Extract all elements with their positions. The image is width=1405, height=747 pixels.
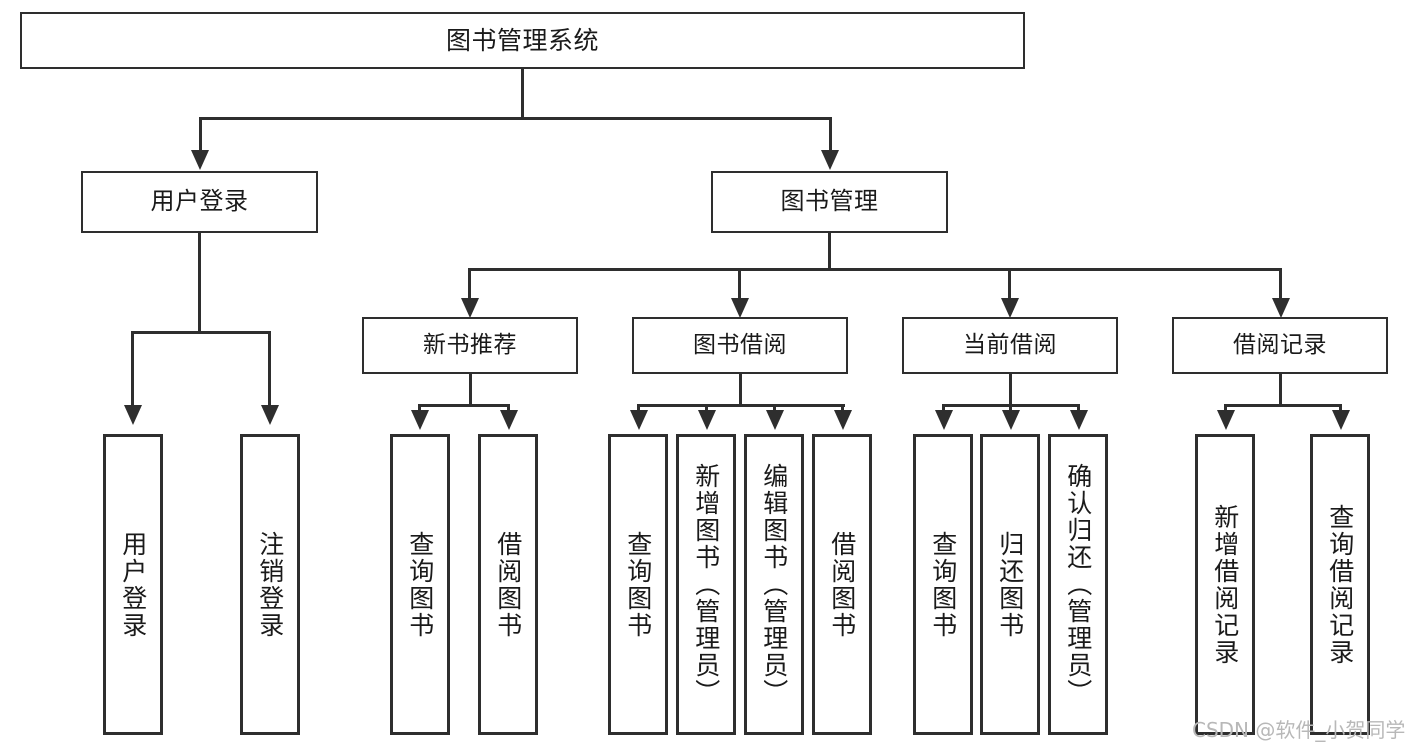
connector-borrow-leaf2 xyxy=(705,404,708,412)
arrow-borrow-leaf3 xyxy=(766,410,784,430)
node-label: 当前借阅 xyxy=(963,332,1057,359)
node-label: 查询图书 xyxy=(623,530,653,639)
arrow-current-leaf2 xyxy=(1002,410,1020,430)
node-current-borrow[interactable]: 当前借阅 xyxy=(902,317,1118,374)
leaf-query-book-borrow[interactable]: 查询图书 xyxy=(608,434,668,735)
connector-root-to-user-login xyxy=(199,117,202,153)
node-label: 图书管理 xyxy=(780,187,879,216)
node-label: 借阅记录 xyxy=(1233,332,1327,359)
leaf-query-borrow-record[interactable]: 查询借阅记录 xyxy=(1310,434,1370,735)
arrow-borrow-leaf4 xyxy=(834,410,852,430)
leaf-confirm-return-admin[interactable]: 确认归还（管理员） xyxy=(1048,434,1108,735)
connector-user-login-stem xyxy=(198,233,201,333)
node-user-login[interactable]: 用户登录 xyxy=(81,171,318,233)
node-root-system[interactable]: 图书管理系统 xyxy=(20,12,1025,69)
node-borrow-record[interactable]: 借阅记录 xyxy=(1172,317,1388,374)
connector-borrow-leaf4 xyxy=(841,404,844,412)
arrow-book-mgmt-to-newbook xyxy=(461,298,479,318)
connector-current-leaf2 xyxy=(1009,404,1012,412)
node-label: 查询图书 xyxy=(928,530,958,639)
node-label: 注销登录 xyxy=(255,530,285,639)
node-label: 查询图书 xyxy=(405,530,435,639)
arrow-current-leaf3 xyxy=(1070,410,1088,430)
node-label: 图书借阅 xyxy=(693,332,787,359)
connector-book-mgmt-to-borrow xyxy=(738,268,741,300)
arrow-borrow-leaf2 xyxy=(698,410,716,430)
arrow-record-leaf2 xyxy=(1332,410,1350,430)
connector-root-stem xyxy=(521,69,524,119)
connector-record-bar xyxy=(1224,404,1342,407)
arrow-borrow-leaf1 xyxy=(630,410,648,430)
connector-book-mgmt-bar xyxy=(468,268,1282,271)
arrow-newbook-leaf1 xyxy=(411,410,429,430)
arrow-book-mgmt-to-record xyxy=(1272,298,1290,318)
arrow-current-leaf1 xyxy=(935,410,953,430)
arrow-book-mgmt-to-current xyxy=(1001,298,1019,318)
leaf-edit-book-admin[interactable]: 编辑图书（管理员） xyxy=(744,434,804,735)
connector-record-leaf2 xyxy=(1339,404,1342,412)
arrow-record-leaf1 xyxy=(1217,410,1235,430)
leaf-borrow-book-newbook[interactable]: 借阅图书 xyxy=(478,434,538,735)
connector-root-to-book-mgmt xyxy=(829,117,832,153)
connector-user-login-bar xyxy=(131,331,268,334)
node-label: 编辑图书（管理员） xyxy=(759,463,789,706)
node-label: 确认归还（管理员） xyxy=(1063,463,1093,706)
connector-current-stem xyxy=(1009,374,1012,406)
connector-book-mgmt-to-record xyxy=(1279,268,1282,300)
arrow-user-login-leaf1 xyxy=(124,405,142,425)
leaf-user-logout[interactable]: 注销登录 xyxy=(240,434,300,735)
node-book-borrow[interactable]: 图书借阅 xyxy=(632,317,848,374)
node-label: 借阅图书 xyxy=(493,530,523,639)
arrow-root-to-book-mgmt xyxy=(821,150,839,170)
leaf-return-book[interactable]: 归还图书 xyxy=(980,434,1040,735)
connector-record-stem xyxy=(1279,374,1282,406)
connector-borrow-bar xyxy=(637,404,845,407)
connector-borrow-leaf3 xyxy=(773,404,776,412)
connector-newbook-leaf1 xyxy=(418,404,421,412)
node-label: 新书推荐 xyxy=(423,332,517,359)
arrow-newbook-leaf2 xyxy=(500,410,518,430)
connector-borrow-leaf1 xyxy=(637,404,640,412)
connector-borrow-stem xyxy=(739,374,742,406)
connector-record-leaf1 xyxy=(1224,404,1227,412)
connector-current-leaf3 xyxy=(1077,404,1080,412)
leaf-query-book-current[interactable]: 查询图书 xyxy=(913,434,973,735)
leaf-user-login[interactable]: 用户登录 xyxy=(103,434,163,735)
connector-root-bar xyxy=(199,117,832,120)
node-book-management[interactable]: 图书管理 xyxy=(711,171,948,233)
arrow-book-mgmt-to-borrow xyxy=(731,298,749,318)
connector-book-mgmt-to-current xyxy=(1008,268,1011,300)
connector-user-login-leaf1 xyxy=(131,331,134,406)
leaf-add-book-admin[interactable]: 新增图书（管理员） xyxy=(676,434,736,735)
connector-newbook-leaf2 xyxy=(507,404,510,412)
node-label: 图书管理系统 xyxy=(445,26,599,55)
connector-book-mgmt-stem xyxy=(828,233,831,270)
node-label: 查询借阅记录 xyxy=(1325,503,1355,666)
node-label: 新增借阅记录 xyxy=(1210,503,1240,666)
watermark: CSDN @软件_小贺同学 xyxy=(1192,718,1405,742)
leaf-add-borrow-record[interactable]: 新增借阅记录 xyxy=(1195,434,1255,735)
node-new-book-recommend[interactable]: 新书推荐 xyxy=(362,317,578,374)
connector-newbook-bar xyxy=(418,404,510,407)
node-label: 归还图书 xyxy=(995,530,1025,639)
connector-user-login-leaf2 xyxy=(268,331,271,406)
connector-book-mgmt-to-newbook xyxy=(468,268,471,300)
connector-newbook-stem xyxy=(469,374,472,406)
arrow-user-login-leaf2 xyxy=(261,405,279,425)
node-label: 新增图书（管理员） xyxy=(691,463,721,706)
node-label: 借阅图书 xyxy=(827,530,857,639)
leaf-query-book-newbook[interactable]: 查询图书 xyxy=(390,434,450,735)
connector-current-leaf1 xyxy=(942,404,945,412)
arrow-root-to-user-login xyxy=(191,150,209,170)
node-label: 用户登录 xyxy=(150,187,249,216)
leaf-borrow-book[interactable]: 借阅图书 xyxy=(812,434,872,735)
node-label: 用户登录 xyxy=(118,530,148,639)
